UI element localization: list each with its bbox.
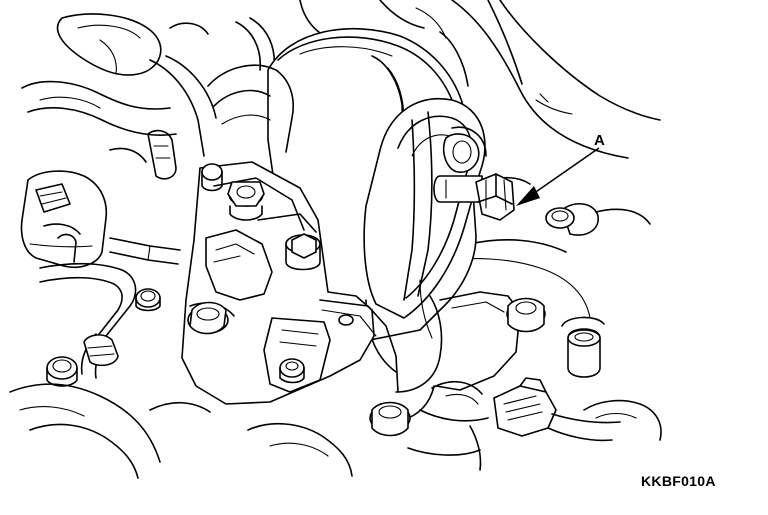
wiring-connector (469, 377, 662, 471)
transmission-housing (439, 0, 661, 236)
bolt-icon (135, 288, 161, 312)
bolt-icon (561, 316, 605, 378)
arrow-icon (516, 147, 600, 206)
callout-label: A (594, 132, 605, 149)
bolt-icon (369, 401, 411, 437)
bolt-icon (46, 356, 78, 387)
bolt-icon (201, 163, 223, 192)
bolt-icon (285, 233, 321, 271)
left-housing (20, 170, 108, 268)
figure-code: KKBF010A (641, 473, 716, 489)
mounting-bracket (181, 161, 521, 421)
hose-and-pipe (39, 233, 181, 379)
bolt-icon (187, 301, 229, 335)
bolt-icon (279, 358, 305, 384)
bolt-icon (433, 173, 515, 221)
bolt-icon (227, 181, 265, 221)
bolt-icon (506, 297, 546, 333)
background-components (21, 13, 276, 180)
